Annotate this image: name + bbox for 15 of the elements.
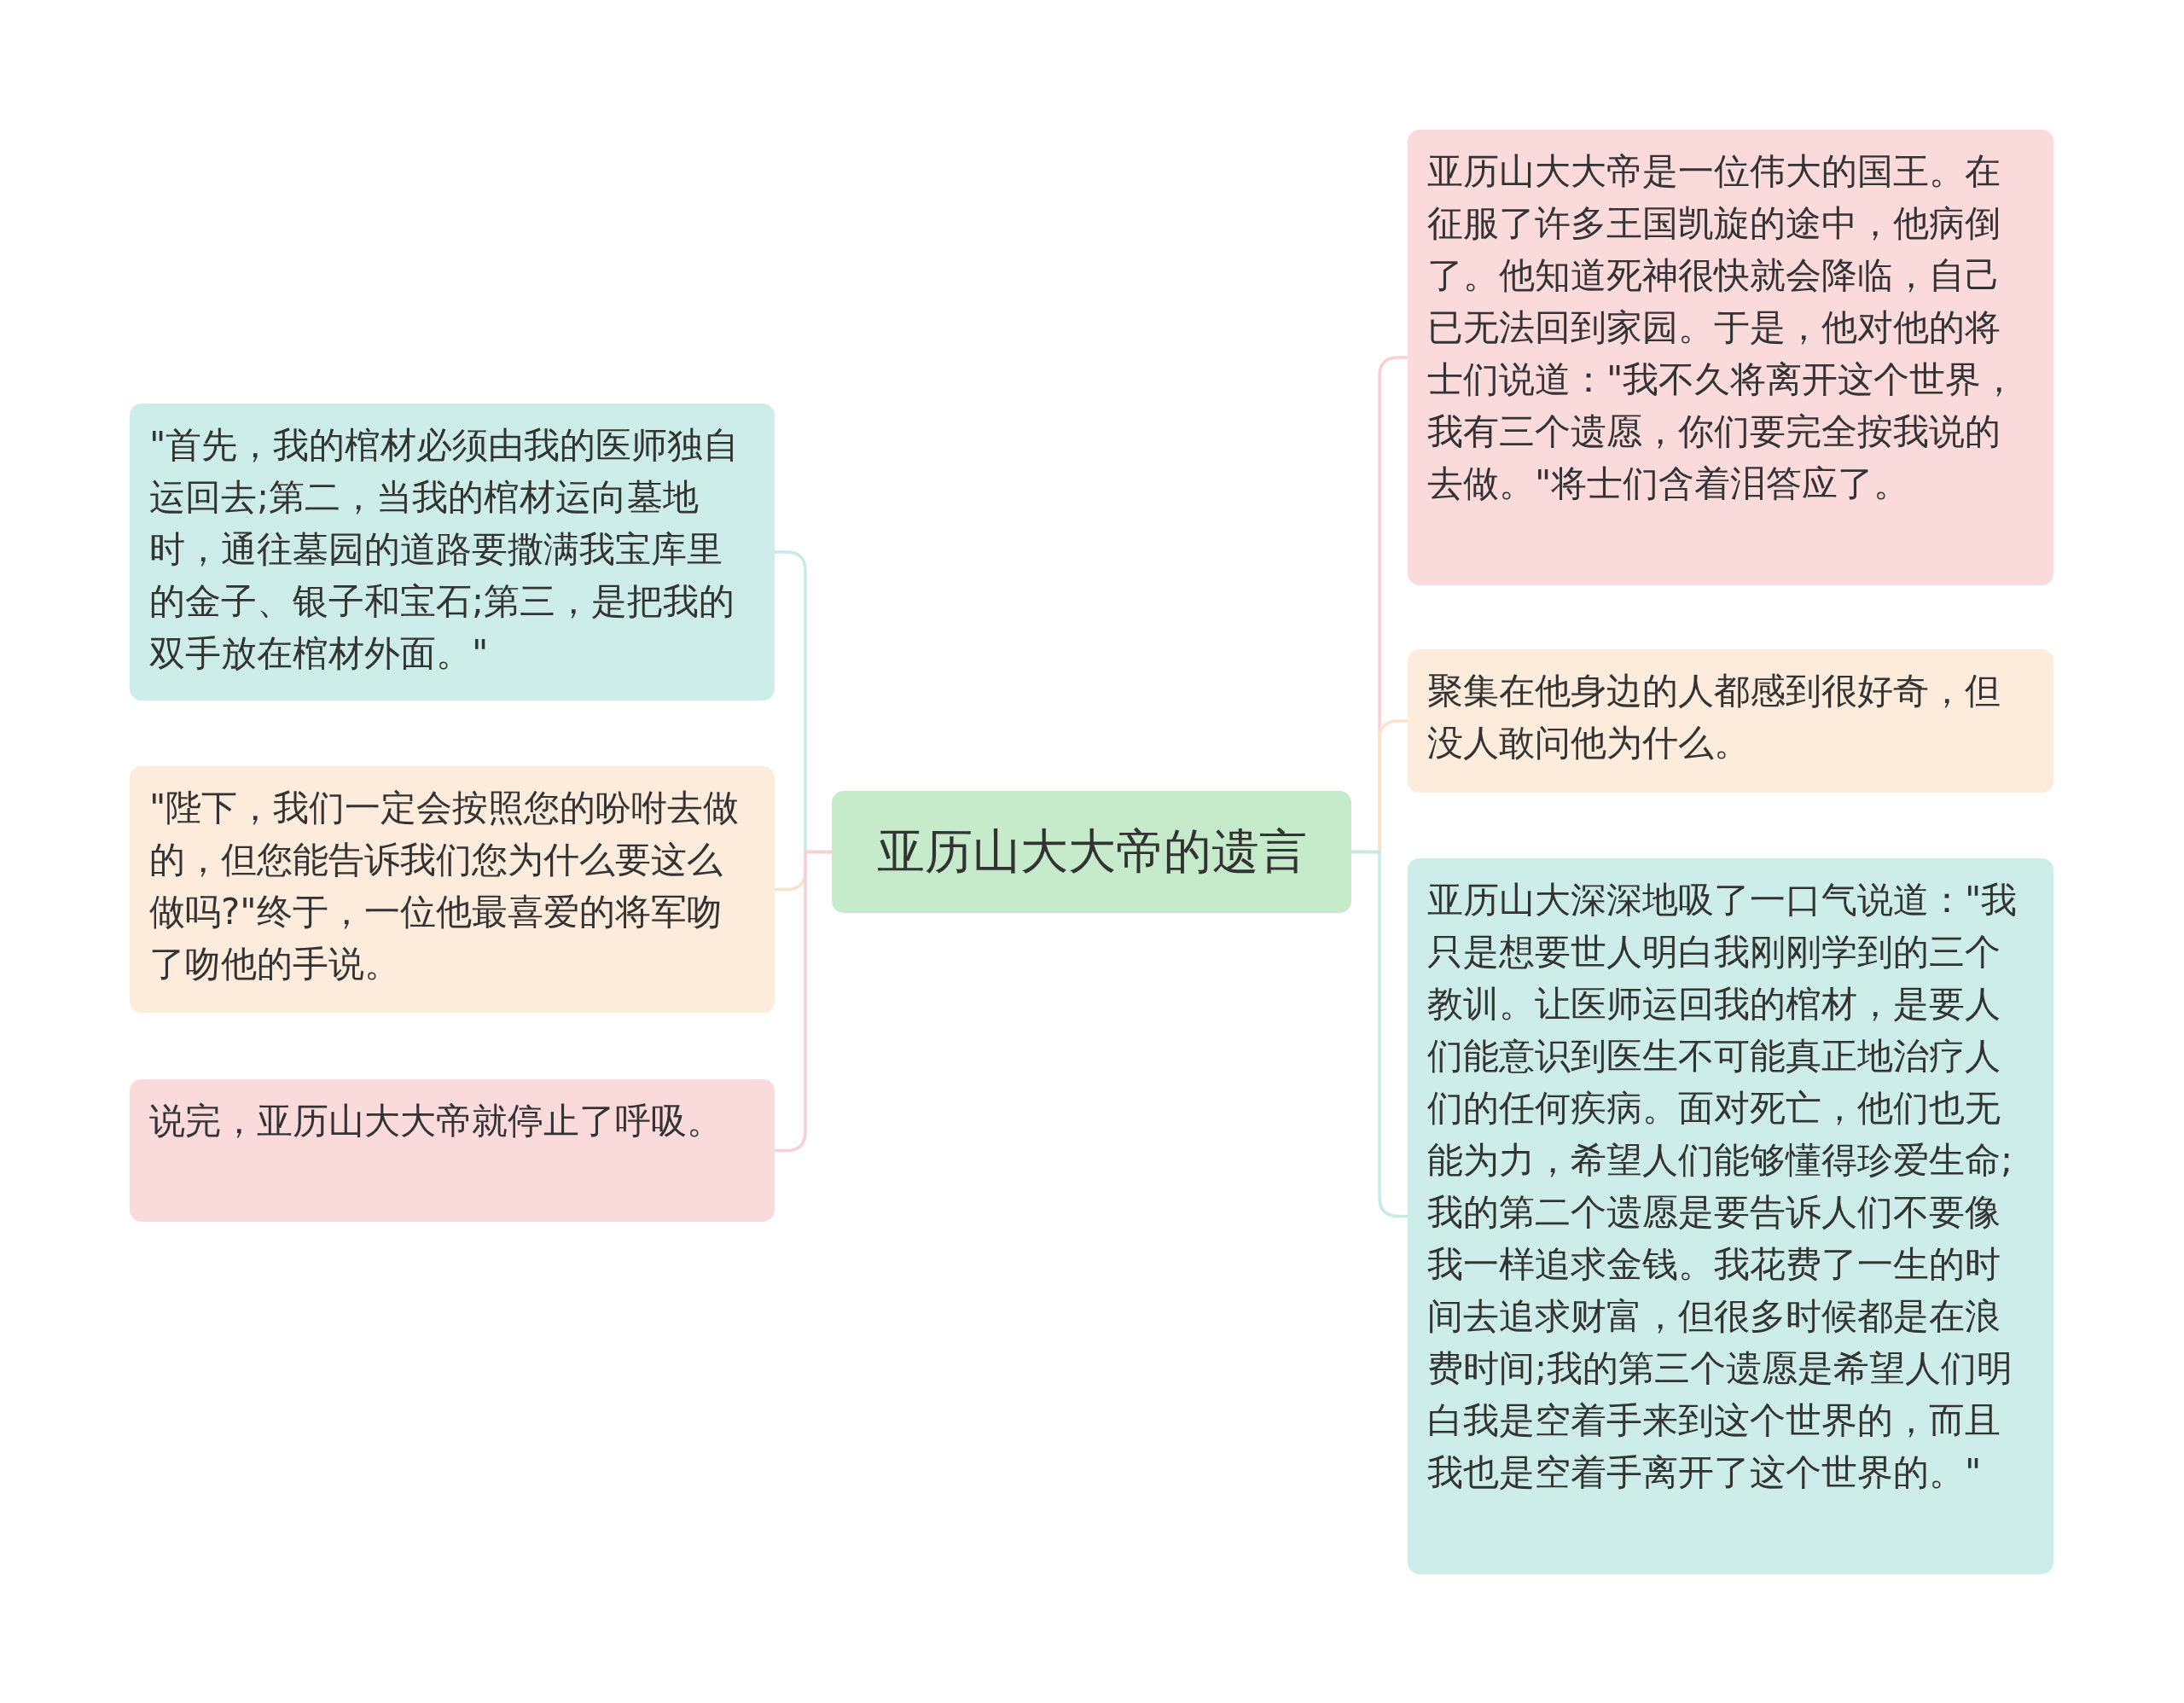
topic-box — [130, 766, 775, 1013]
topic-title: 亚历山大大帝的遗言 — [875, 822, 1308, 881]
connector-line — [775, 850, 832, 1153]
topic-text: 说完，亚历山大大帝就停止了呼吸。 — [149, 1099, 723, 1143]
central-topic-box — [832, 791, 1351, 913]
topic-text: "陛下，我们一定会按照您的吩咐去做的，但您能告诉我们您为什么要这么做吗?"终于，一位他最喜爱的将军吻了吻他的手说。 — [149, 786, 741, 986]
topic-box — [130, 404, 775, 700]
topic-box — [130, 1079, 775, 1222]
topic-text: 聚集在他身边的人都感到很好奇，但没人敢问他为什么。 — [1427, 669, 2001, 765]
topic-box — [1408, 130, 2053, 585]
topic-text: "首先，我的棺材必须由我的医师独自运回去;第二，当我的棺材运向墓地时，通往墓园的道路要撒满我宝库里的金子、银子和宝石;第三，是把我的双手放在棺材外面。" — [149, 423, 741, 676]
topic-box — [1408, 649, 2053, 793]
topic-box — [1408, 858, 2053, 1574]
topic-text: 亚历山大大帝是一位伟大的国王。在征服了许多王国凯旋的途中，他病倒了。他知道死神很快就会降临，自己已无法回到家园。于是，他对他的将士们说道："我不久将离开这个世界，我有三个遗愿，你们要完全按我说的去做。"将士们含着泪答应了。 — [1427, 149, 2018, 506]
topic-text: 亚历山大深深地吸了一口气说道："我只是想要世人明白我刚刚学到的三个教训。让医师运回我的棺材，是要人们能意识到医生不可能真正地治疗人们的任何疾病。面对死亡，他们也无能为力，希望人们能够懂得珍爱生命;我的第二个遗愿是要告诉人们不要像我一样追求金钱。我花费了一生的时间去追求财富，但很多时候都是在浪费时间;我的第三个遗愿是希望人们明白我是空着手来到这个世界的，而且我也是空着手离开了这个世界的。" — [1427, 878, 2018, 1495]
